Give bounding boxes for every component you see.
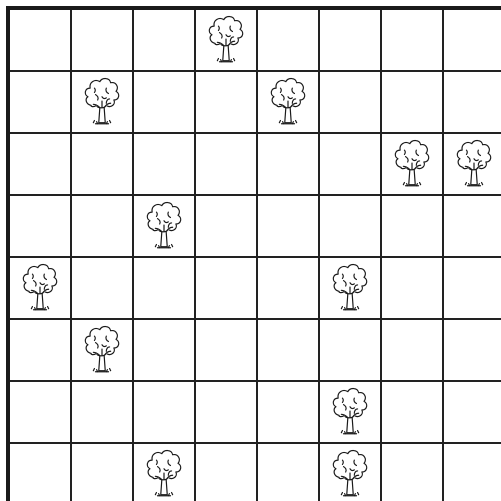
grid-cell[interactable] bbox=[320, 196, 382, 258]
grid-cell[interactable] bbox=[196, 320, 258, 382]
tree-icon bbox=[452, 135, 496, 194]
grid-row bbox=[10, 72, 501, 134]
grid-cell[interactable] bbox=[258, 444, 320, 501]
tree-icon bbox=[142, 445, 186, 501]
grid-cell[interactable] bbox=[258, 258, 320, 320]
grid-cell[interactable] bbox=[320, 444, 382, 501]
tree-icon bbox=[328, 259, 372, 318]
grid-cell[interactable] bbox=[382, 382, 444, 444]
grid-cell[interactable] bbox=[196, 444, 258, 501]
grid-cell[interactable] bbox=[382, 134, 444, 196]
grid-cell[interactable] bbox=[258, 134, 320, 196]
grid-cell[interactable] bbox=[72, 196, 134, 258]
grid-cell[interactable] bbox=[10, 134, 72, 196]
grid-cell[interactable] bbox=[320, 382, 382, 444]
grid-cell[interactable] bbox=[134, 134, 196, 196]
tree-icon bbox=[328, 383, 372, 442]
grid-cell[interactable] bbox=[320, 72, 382, 134]
grid-cell[interactable] bbox=[196, 134, 258, 196]
tree-icon bbox=[18, 259, 62, 318]
grid-cell[interactable] bbox=[10, 72, 72, 134]
tree-icon bbox=[80, 73, 124, 132]
grid-cell[interactable] bbox=[320, 134, 382, 196]
grid-row bbox=[10, 382, 501, 444]
grid-cell[interactable] bbox=[382, 196, 444, 258]
grid-cell[interactable] bbox=[134, 196, 196, 258]
grid-cell[interactable] bbox=[134, 320, 196, 382]
grid-row bbox=[10, 10, 501, 72]
tree-icon bbox=[142, 197, 186, 256]
grid-row bbox=[10, 196, 501, 258]
grid-cell[interactable] bbox=[258, 196, 320, 258]
grid-cell[interactable] bbox=[134, 72, 196, 134]
grid-cell[interactable] bbox=[444, 320, 501, 382]
tree-icon bbox=[204, 11, 248, 70]
grid-row bbox=[10, 258, 501, 320]
grid-cell[interactable] bbox=[444, 10, 501, 72]
grid-cell[interactable] bbox=[72, 258, 134, 320]
grid-cell[interactable] bbox=[72, 444, 134, 501]
grid-cell[interactable] bbox=[196, 10, 258, 72]
grid-cell[interactable] bbox=[444, 72, 501, 134]
game-board bbox=[6, 6, 501, 501]
tree-icon bbox=[328, 445, 372, 501]
grid-cell[interactable] bbox=[258, 10, 320, 72]
grid-cell[interactable] bbox=[10, 382, 72, 444]
grid-cell[interactable] bbox=[258, 320, 320, 382]
grid-row bbox=[10, 320, 501, 382]
grid-cell[interactable] bbox=[10, 320, 72, 382]
grid-cell[interactable] bbox=[10, 444, 72, 501]
grid-cell[interactable] bbox=[72, 382, 134, 444]
grid-cell[interactable] bbox=[196, 72, 258, 134]
grid-cell[interactable] bbox=[196, 382, 258, 444]
grid-cell[interactable] bbox=[72, 72, 134, 134]
grid-cell[interactable] bbox=[444, 382, 501, 444]
grid-cell[interactable] bbox=[444, 196, 501, 258]
grid-cell[interactable] bbox=[382, 320, 444, 382]
grid-cell[interactable] bbox=[134, 258, 196, 320]
grid-cell[interactable] bbox=[134, 10, 196, 72]
grid-cell[interactable] bbox=[258, 382, 320, 444]
grid-cell[interactable] bbox=[444, 444, 501, 501]
grid-cell[interactable] bbox=[444, 134, 501, 196]
grid-cell[interactable] bbox=[382, 444, 444, 501]
tree-icon bbox=[390, 135, 434, 194]
grid-cell[interactable] bbox=[320, 258, 382, 320]
grid-cell[interactable] bbox=[72, 10, 134, 72]
grid-cell[interactable] bbox=[10, 10, 72, 72]
tree-icon bbox=[80, 321, 124, 380]
grid-cell[interactable] bbox=[196, 258, 258, 320]
grid-cell[interactable] bbox=[320, 10, 382, 72]
grid-cell[interactable] bbox=[72, 320, 134, 382]
grid-cell[interactable] bbox=[196, 196, 258, 258]
grid-cell[interactable] bbox=[382, 72, 444, 134]
grid-cell[interactable] bbox=[320, 320, 382, 382]
grid-cell[interactable] bbox=[134, 444, 196, 501]
tree-icon bbox=[266, 73, 310, 132]
grid-row bbox=[10, 444, 501, 501]
grid-cell[interactable] bbox=[258, 72, 320, 134]
grid-cell[interactable] bbox=[10, 258, 72, 320]
grid-cell[interactable] bbox=[382, 258, 444, 320]
grid-cell[interactable] bbox=[382, 10, 444, 72]
grid-cell[interactable] bbox=[134, 382, 196, 444]
grid-cell[interactable] bbox=[444, 258, 501, 320]
grid-row bbox=[10, 134, 501, 196]
grid-cell[interactable] bbox=[72, 134, 134, 196]
grid-cell[interactable] bbox=[10, 196, 72, 258]
